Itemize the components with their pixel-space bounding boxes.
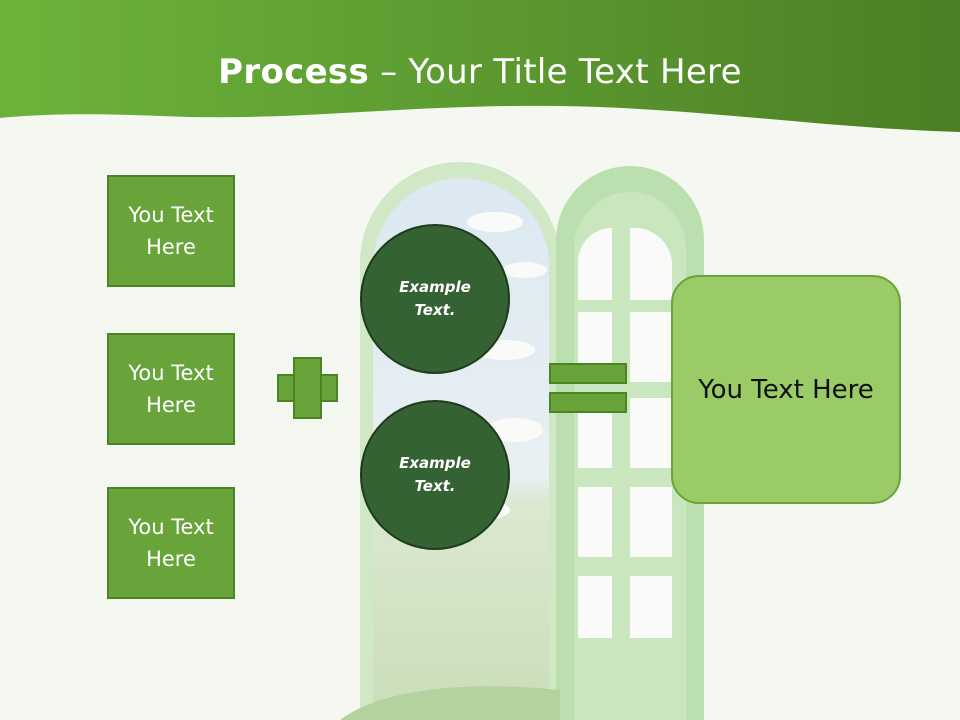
text-box-2[interactable]: You Text Here: [107, 333, 235, 445]
title-rest: – Your Title Text Here: [369, 52, 742, 92]
page-title: Process – Your Title Text Here: [0, 52, 960, 92]
header-band: [0, 0, 960, 132]
example-circle-2[interactable]: Example Text.: [360, 400, 510, 550]
equals-icon-bottom-bar: [549, 392, 627, 413]
text-box-2-label: You Text Here: [128, 361, 214, 417]
text-box-1[interactable]: You Text Here: [107, 175, 235, 287]
result-box[interactable]: You Text Here: [671, 275, 901, 504]
example-circle-2-label: Example Text.: [399, 454, 471, 495]
example-circle-1-label: Example Text.: [399, 278, 471, 319]
title-bold: Process: [218, 52, 370, 92]
result-box-label: You Text Here: [698, 374, 874, 405]
text-box-1-label: You Text Here: [128, 203, 214, 259]
text-box-3-label: You Text Here: [128, 515, 214, 571]
example-circle-1[interactable]: Example Text.: [360, 224, 510, 374]
text-box-3[interactable]: You Text Here: [107, 487, 235, 599]
plus-icon-center: [295, 376, 320, 400]
equals-icon-top-bar: [549, 363, 627, 384]
